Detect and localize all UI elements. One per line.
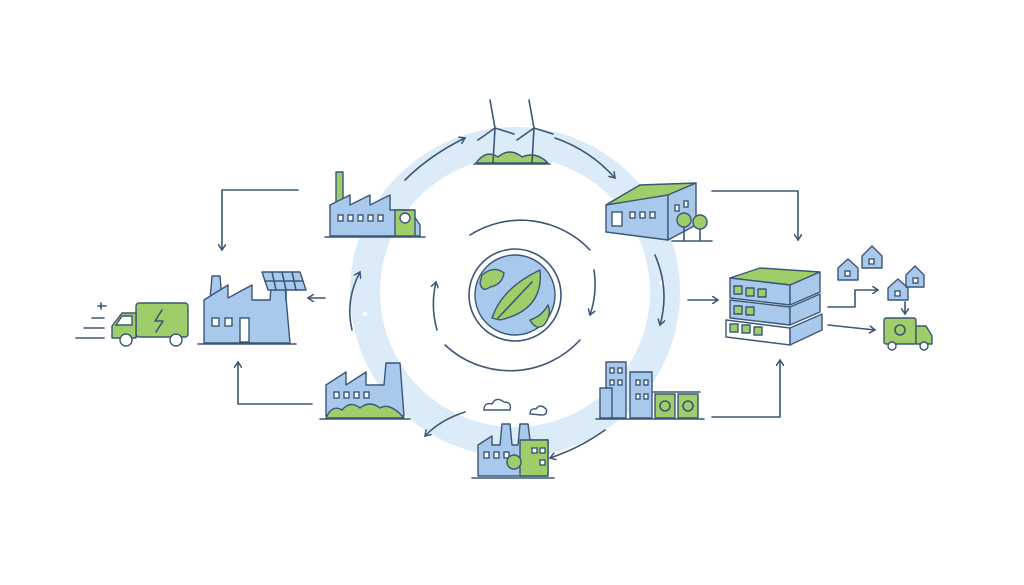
wind-turbines-icon — [473, 99, 554, 165]
recycling-truck-icon — [883, 317, 933, 351]
inner-cycle-arrows — [433, 219, 596, 372]
industrial-plant-icon — [471, 398, 555, 479]
green-factory-icon — [319, 362, 411, 420]
city-recycling-icon — [595, 361, 705, 420]
factory-gear-icon — [324, 171, 426, 238]
electric-truck-icon — [75, 302, 189, 347]
warehouse-icon — [605, 182, 713, 242]
stacked-building-icon — [725, 267, 823, 346]
houses-icon — [837, 245, 925, 301]
cycle-arrows — [349, 138, 664, 458]
globe-leaf-icon — [468, 248, 562, 342]
solar-factory-icon — [197, 271, 307, 345]
cycle-ring — [350, 127, 680, 457]
connector-arrows — [222, 189, 905, 418]
